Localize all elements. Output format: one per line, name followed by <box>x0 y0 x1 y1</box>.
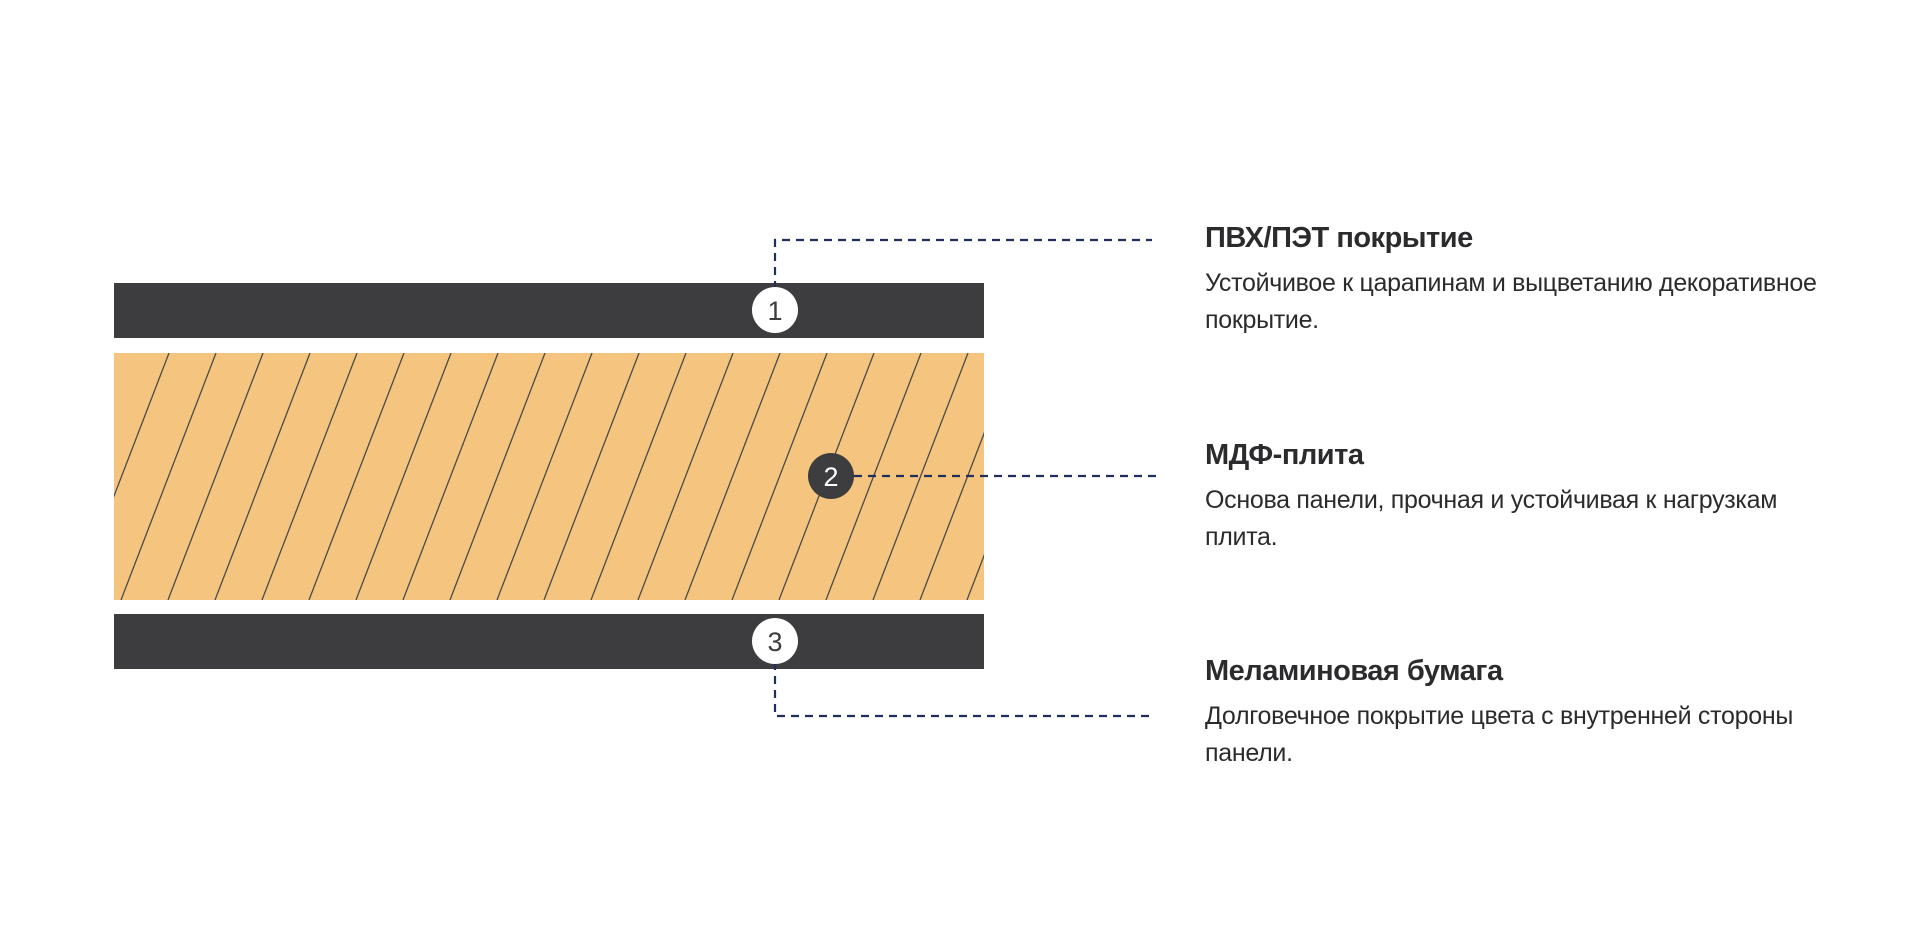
layer-2-description: Основа панели, прочная и устойчивая к на… <box>1205 486 1778 551</box>
layer-3-description: Долговечное покрытие цвета с внутренней … <box>1205 702 1793 767</box>
hatch-line <box>590 353 687 600</box>
badge-2: 2 <box>808 453 854 499</box>
layer-2-title: МДФ-плита <box>1205 439 1364 471</box>
badge-3: 3 <box>752 618 798 664</box>
hatch-line <box>308 353 405 600</box>
badge-1: 1 <box>752 287 798 333</box>
layer-1-caption: ПВХ/ПЭТ покрытие Устойчивое к царапинам … <box>1205 221 1825 339</box>
hatch-line <box>496 353 593 600</box>
hatch-line <box>731 353 828 600</box>
mdf-hatching <box>114 353 984 600</box>
leader-line-1 <box>773 238 1152 289</box>
hatch-line <box>543 353 640 600</box>
hatch-line <box>966 553 984 600</box>
leader-line-3 <box>773 662 1152 718</box>
layer-3-caption: Меламиновая бумага Долговечное покрытие … <box>1205 654 1825 772</box>
hatch-line <box>402 353 499 600</box>
hatch-line <box>355 353 452 600</box>
badge-1-number: 1 <box>767 296 782 326</box>
hatch-line <box>114 353 170 498</box>
hatch-line <box>449 353 546 600</box>
layer-1-description: Устойчивое к царапинам и выцветанию деко… <box>1205 269 1817 334</box>
layer-1-pvc-coating <box>114 283 984 338</box>
badge-3-number: 3 <box>767 627 782 657</box>
hatch-line <box>261 353 358 600</box>
hatch-line <box>120 353 217 600</box>
badge-2-number: 2 <box>823 462 838 492</box>
hatch-line <box>214 353 311 600</box>
hatch-line <box>167 353 264 600</box>
hatch-line <box>872 353 969 600</box>
hatch-line <box>637 353 734 600</box>
hatch-line <box>684 353 781 600</box>
layer-1-title: ПВХ/ПЭТ покрытие <box>1205 222 1473 254</box>
layer-3-melamine-paper <box>114 614 984 669</box>
layer-2-caption: МДФ-плита Основа панели, прочная и устой… <box>1205 438 1825 556</box>
layer-3-title: Меламиновая бумага <box>1205 655 1503 687</box>
